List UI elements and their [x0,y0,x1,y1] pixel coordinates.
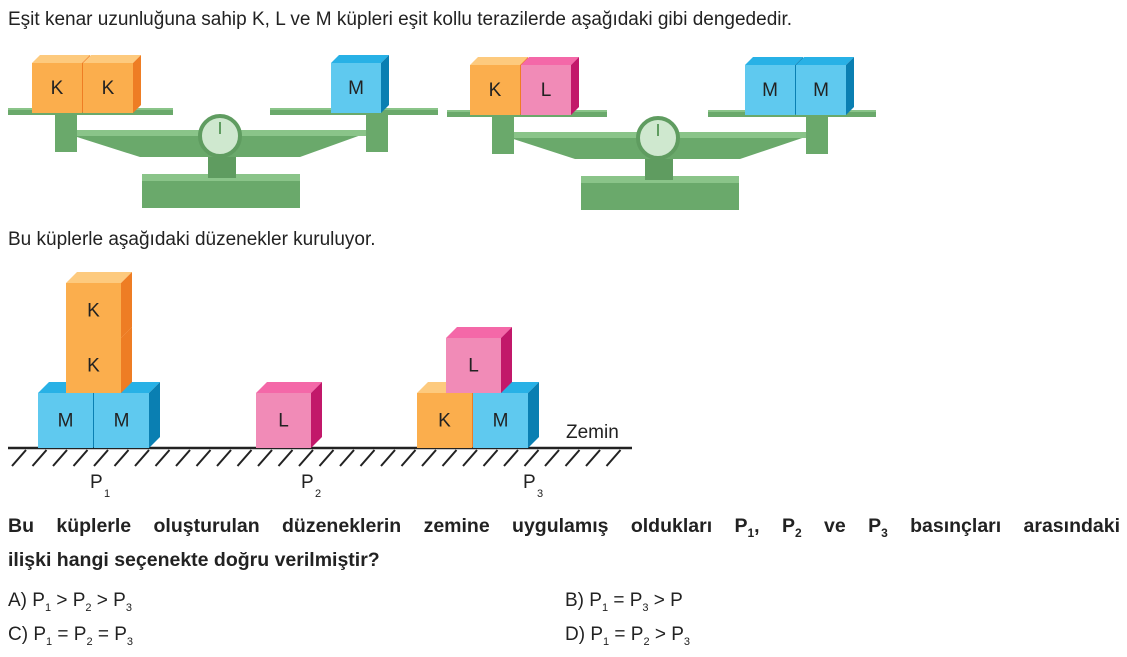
ground-hatch-mark [93,449,109,467]
scale1-left-cube-2: K [83,55,141,113]
ground-hatch-mark [400,449,417,467]
ground-hatch-mark [441,449,458,467]
cube-letter: K [87,356,100,377]
ground-hatch-mark [482,449,499,467]
question-line-2: ilişki hangi seçenekte doğru verilmiştir… [8,549,380,571]
ground-hatch-mark [503,449,519,467]
point-label-p3: P 3 [523,472,543,500]
left-pan-support [492,114,514,154]
cube-letter: K [438,411,451,432]
scale2-right-cube-2: M [796,57,854,115]
svg-text:1: 1 [104,488,110,500]
ground-hatch-mark [585,449,601,467]
scale-dial [636,116,680,160]
ground-hatch-mark [421,449,437,467]
ground-hatch-mark [236,449,253,467]
ground-hatch-mark [195,449,212,467]
ground-hatch-mark [318,449,335,467]
cube-letter: L [541,80,552,101]
scale2-left-cube-2: L [521,57,579,115]
p2-cube-l: L [256,382,322,448]
cube-letter: M [762,80,778,101]
p1-cube-k-upper: K [66,272,132,338]
ground-label: Zemin [566,422,619,443]
cube-letter: M [58,411,74,432]
cube-letter: L [468,356,479,377]
ground-hatch-mark [380,449,396,467]
p3-cube-m: M [473,382,539,448]
svg-text:2: 2 [315,488,321,500]
right-pan-support [366,112,388,152]
scale1-left-cube-1: K [32,55,90,113]
ground-hatch-mark [339,449,355,467]
ground-hatch-mark [544,449,560,467]
p3-cube-l: L [446,327,512,393]
setup-text: Bu küplerle aşağıdaki düzenekler kuruluy… [8,229,376,250]
intro-text: Eşit kenar uzunluğuna sahip K, L ve M kü… [8,9,793,30]
ground-hatch-mark [523,449,540,467]
scale2-right-cube-1: M [745,57,803,115]
cube-letter: K [102,78,115,99]
ground-hatch-mark [359,449,376,467]
ground-hatch-mark [298,449,314,467]
svg-text:3: 3 [537,488,543,500]
svg-text:P: P [301,472,314,493]
ground-hatch-mark [113,449,130,467]
ground [8,446,632,467]
cube-letter: K [87,301,100,322]
ground-hatch-mark [154,449,171,467]
cube-letter: L [278,411,289,432]
scale-dial [198,114,242,158]
point-label-p1: P 1 [90,472,110,500]
option-c[interactable]: C) P1 = P2 = P3 [8,624,134,648]
cube-letter: K [489,80,502,101]
cube-letter: M [493,411,509,432]
balance-scale-1 [8,108,438,208]
ground-hatch-mark [564,449,581,467]
p1-cube-m-left: M [38,382,104,448]
ground-hatch-mark [462,449,478,467]
svg-text:P: P [90,472,103,493]
cube-letter: K [51,78,64,99]
point-label-p2: P 2 [301,472,321,500]
left-pan-support [55,112,77,152]
cube-letter: M [813,80,829,101]
question-line-1: Bu küplerle oluşturulan düzeneklerin zem… [8,515,1120,540]
scale1-right-cube-1: M [331,55,389,113]
ground-hatch-mark [277,449,294,467]
option-a[interactable]: A) P1 > P2 > P3 [8,590,132,614]
ground-hatch-mark [72,449,89,467]
scale2-left-cube-1: K [470,57,528,115]
ground-hatch-mark [11,449,27,467]
svg-text:P: P [523,472,536,493]
option-b[interactable]: B) P1 = P3 > P [565,590,683,614]
ground-hatch-mark [31,449,48,467]
ground-hatch-mark [134,449,150,467]
ground-hatch-mark [605,449,622,467]
ground-hatch-mark [52,449,68,467]
option-d[interactable]: D) P1 = P2 > P3 [565,624,691,648]
balance-scale-2 [447,110,876,210]
cube-letter: M [114,411,130,432]
ground-hatch-mark [257,449,273,467]
cube-letter: M [348,78,364,99]
ground-hatch-mark [216,449,232,467]
right-pan-support [806,114,828,154]
ground-hatch-mark [175,449,191,467]
